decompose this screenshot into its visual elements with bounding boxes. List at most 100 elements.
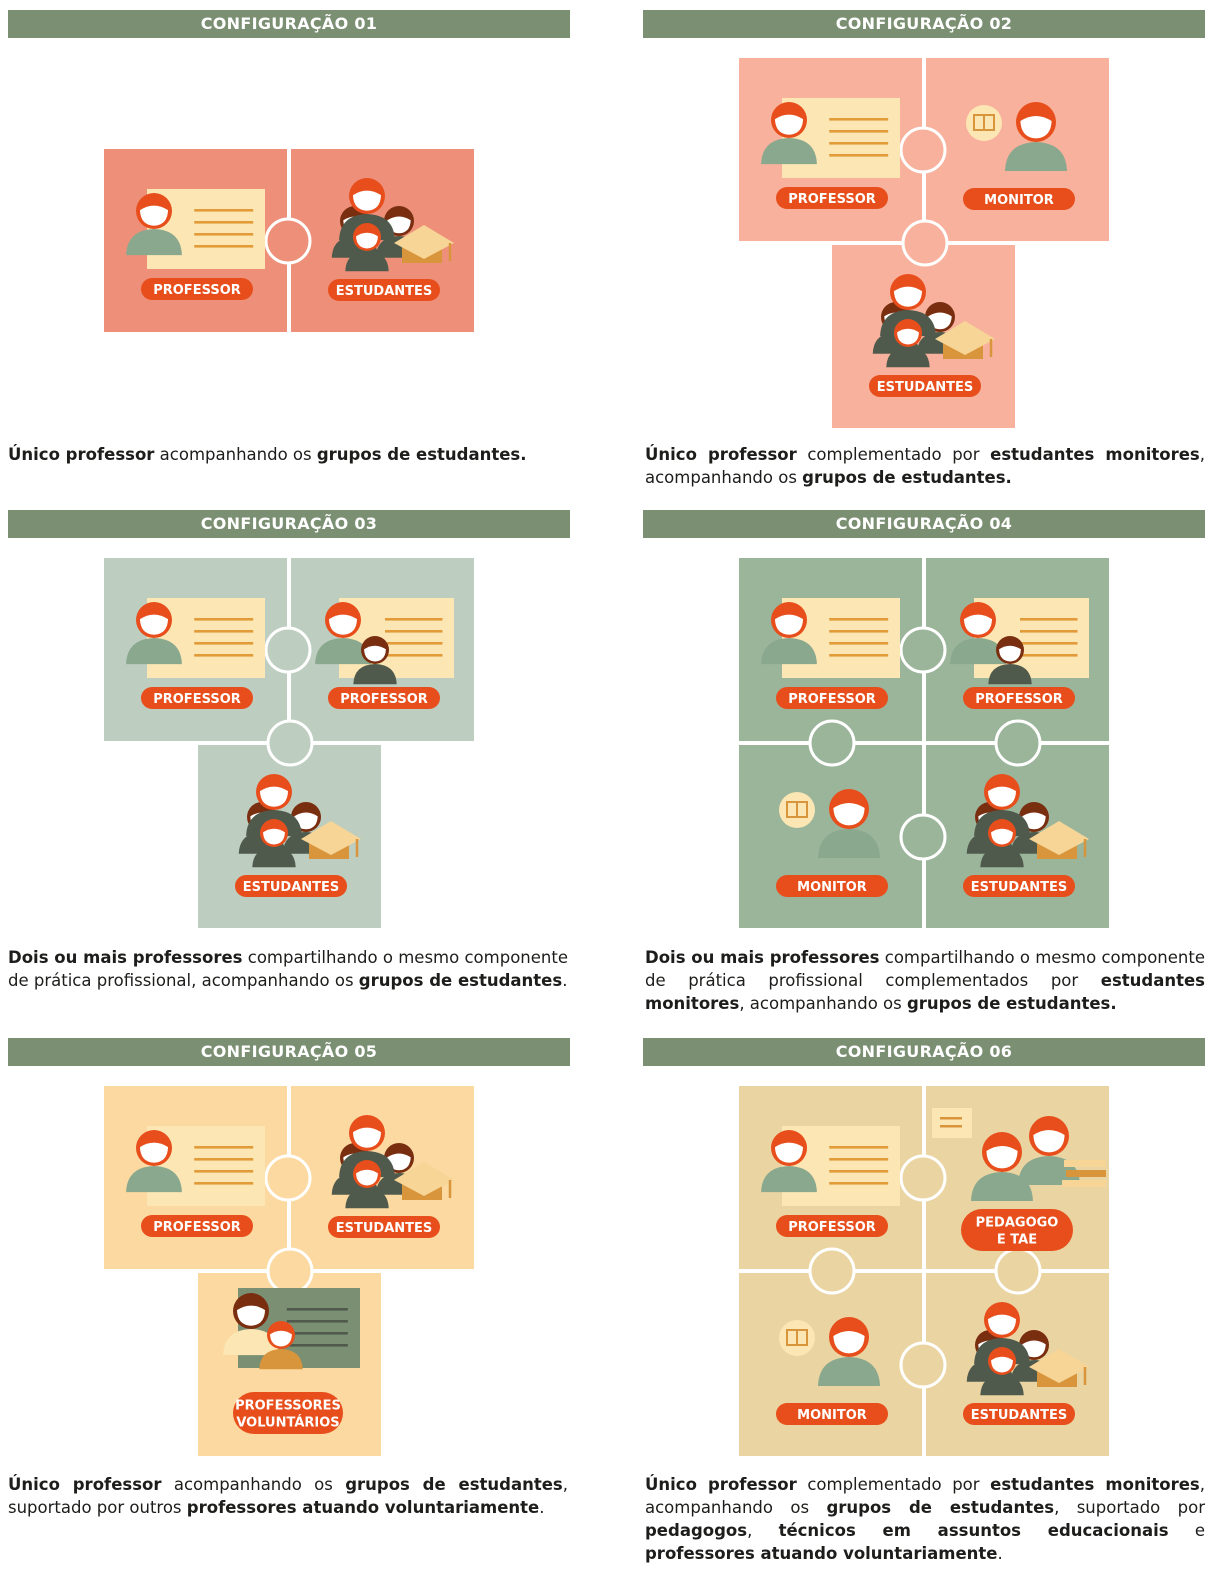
board-line (829, 1158, 889, 1161)
label-text: ESTUDANTES (877, 380, 974, 395)
person-face (897, 328, 919, 345)
speech-line (940, 1117, 962, 1120)
grad-cap-top (394, 1162, 454, 1196)
person-body (353, 664, 397, 685)
header-config-02: CONFIGURAÇÃO 02 (643, 10, 1205, 38)
puzzle-knob (899, 1341, 947, 1389)
person-face (294, 812, 318, 830)
puzzle-knob (994, 1247, 1042, 1295)
board-line (385, 630, 443, 633)
board-line (829, 630, 889, 633)
label-pill (963, 188, 1075, 210)
label-text: PEDAGOGO (976, 1216, 1059, 1231)
person-body (761, 638, 817, 665)
board-line (194, 1170, 254, 1173)
label-pill (141, 687, 253, 709)
caption-config-05: Único professor acompanhando os grupos d… (8, 1475, 568, 1517)
board-line (194, 245, 254, 248)
board-line (286, 1332, 348, 1335)
person-face (259, 786, 289, 807)
person-face (387, 216, 411, 234)
grad-cap-top (1029, 821, 1089, 855)
label-pill (776, 187, 888, 209)
puzzle-knob (808, 719, 856, 767)
person-body (126, 229, 182, 256)
person-face (364, 645, 386, 662)
board-line (829, 654, 889, 657)
person-face (774, 614, 804, 635)
diagram-config-02: PROFESSOR MONITOR ESTUDANTES (739, 58, 1109, 428)
board-line (286, 1320, 348, 1323)
label-text: PROFESSOR (340, 692, 428, 707)
person-body (761, 1166, 817, 1193)
person-face (387, 1153, 411, 1171)
person-face (991, 1356, 1013, 1373)
header-config-06: CONFIGURAÇÃO 06 (643, 1038, 1205, 1066)
board-line (1020, 654, 1078, 657)
puzzle-knob (899, 626, 947, 674)
grad-cap-top (394, 225, 454, 259)
person-face (999, 645, 1021, 662)
board-line (385, 654, 443, 657)
label-pill (141, 278, 253, 300)
puzzle-knob (808, 1247, 856, 1295)
puzzle-knob (264, 626, 312, 674)
board-line (286, 1308, 348, 1311)
person-face (139, 614, 169, 635)
person-face (893, 286, 923, 307)
person-face (774, 114, 804, 135)
person-face (1022, 812, 1046, 830)
person-face (270, 1330, 292, 1347)
grad-cap-top (1029, 1349, 1089, 1383)
label-pill (328, 1216, 440, 1238)
label-pill (963, 875, 1075, 897)
board-line (385, 618, 443, 621)
person-face (328, 614, 358, 635)
label-text: ESTUDANTES (336, 284, 433, 299)
board-line (194, 221, 254, 224)
person-body (988, 664, 1032, 685)
person-face (987, 1314, 1017, 1335)
label-text: ESTUDANTES (336, 1221, 433, 1236)
board-line (829, 142, 889, 145)
person-body (818, 829, 880, 858)
person-body (1005, 142, 1067, 171)
caption-config-06: Único professor complementado por estuda… (645, 1475, 1205, 1563)
person-face (139, 1142, 169, 1163)
label-pill (328, 279, 440, 301)
person-face (352, 1127, 382, 1148)
person-body (761, 138, 817, 165)
puzzle-knob (266, 719, 314, 767)
label-text: MONITOR (797, 1408, 867, 1423)
person-body (950, 638, 1006, 665)
person-body (980, 847, 1024, 868)
board-line (194, 209, 254, 212)
person-face (356, 232, 378, 249)
puzzle-knob (264, 1154, 312, 1202)
board-line (194, 1146, 254, 1149)
board-line (829, 1146, 889, 1149)
label-pill (776, 1403, 888, 1425)
board-line (829, 118, 889, 121)
board-line (194, 1158, 254, 1161)
person-body (252, 847, 296, 868)
person-body (886, 347, 930, 368)
label-text: PROFESSOR (788, 192, 876, 207)
puzzle-knob (266, 1247, 314, 1295)
book-stack (1066, 1170, 1106, 1177)
label-pill (776, 875, 888, 897)
person-body (126, 638, 182, 665)
board-line (829, 1182, 889, 1185)
label-text: MONITOR (797, 880, 867, 895)
caption-config-03: Dois ou mais professores compartilhando … (8, 948, 568, 990)
label-text: MONITOR (984, 193, 1054, 208)
board-line (1020, 618, 1078, 621)
person-face (139, 205, 169, 226)
label-text: ESTUDANTES (971, 1408, 1068, 1423)
label-pill (963, 1403, 1075, 1425)
grad-cap-top (935, 321, 995, 355)
board-line (286, 1344, 348, 1347)
